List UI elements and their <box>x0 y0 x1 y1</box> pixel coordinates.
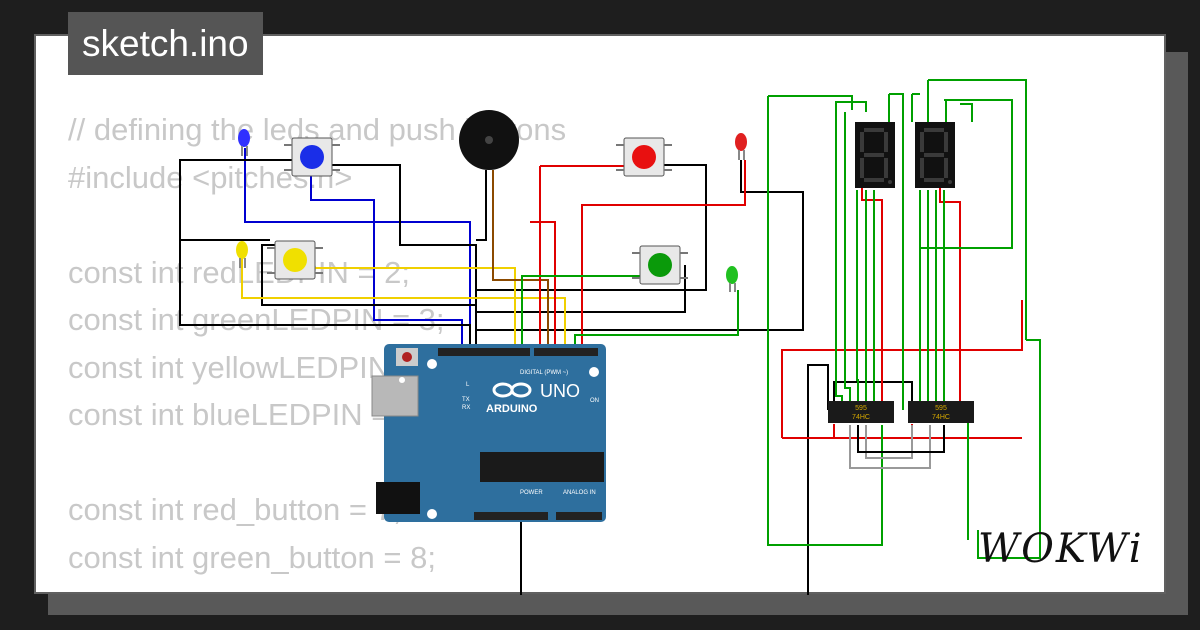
led-yellow[interactable] <box>236 241 248 268</box>
board-brand-label: ARDUINO <box>486 403 538 415</box>
sketch-title: sketch.ino <box>68 12 263 75</box>
led-label-rx: RX <box>462 405 470 411</box>
buzzer[interactable] <box>459 110 519 178</box>
led-red[interactable] <box>735 133 747 160</box>
chip-1-label-top: 595 <box>855 405 867 412</box>
code-line: const int greenLEDPIN = 3; <box>68 302 445 337</box>
chip-2-label-top: 595 <box>935 405 947 412</box>
led-green[interactable] <box>726 266 738 292</box>
led-label-l: L <box>466 382 470 388</box>
pushbutton-blue[interactable] <box>284 137 340 177</box>
seven-segment-display-1 <box>855 122 895 188</box>
shift-register-chip-2: 595 74HC <box>908 401 974 423</box>
analog-header-label: ANALOG IN <box>563 490 596 496</box>
pushbutton-yellow[interactable] <box>267 240 323 280</box>
pushbutton-green[interactable] <box>632 245 688 285</box>
shift-register-chip-1: 595 74HC <box>828 401 894 423</box>
led-blue[interactable] <box>238 129 250 156</box>
code-line: const int yellow_button = 9; <box>68 581 566 592</box>
arduino-uno-board[interactable]: UNO ARDUINO DIGITAL (PWM ~) POWER ANALOG… <box>371 344 606 522</box>
arduino-infinity-logo <box>492 382 532 398</box>
chip-2-label-bottom: 74HC <box>932 414 950 421</box>
code-line: const int green_button = 8; <box>68 539 436 575</box>
chip-1-label-bottom: 74HC <box>852 414 870 421</box>
code-line: const int red_button = 7; <box>68 492 402 527</box>
digital-header-label: DIGITAL (PWM ~) <box>520 370 568 376</box>
power-header-label: POWER <box>520 490 543 496</box>
simulation-canvas[interactable]: // defining the leds and push buttons#in… <box>34 34 1166 594</box>
led-label-tx: TX <box>462 397 470 403</box>
pushbutton-red[interactable] <box>616 137 672 177</box>
code-line: const int redLEDPIN = 2; <box>68 254 411 290</box>
led-label-on: ON <box>590 398 599 404</box>
seven-segment-display-2 <box>915 122 955 188</box>
board-model-label: UNO <box>540 381 580 401</box>
wokwi-logo: WOKWi <box>978 526 1144 572</box>
